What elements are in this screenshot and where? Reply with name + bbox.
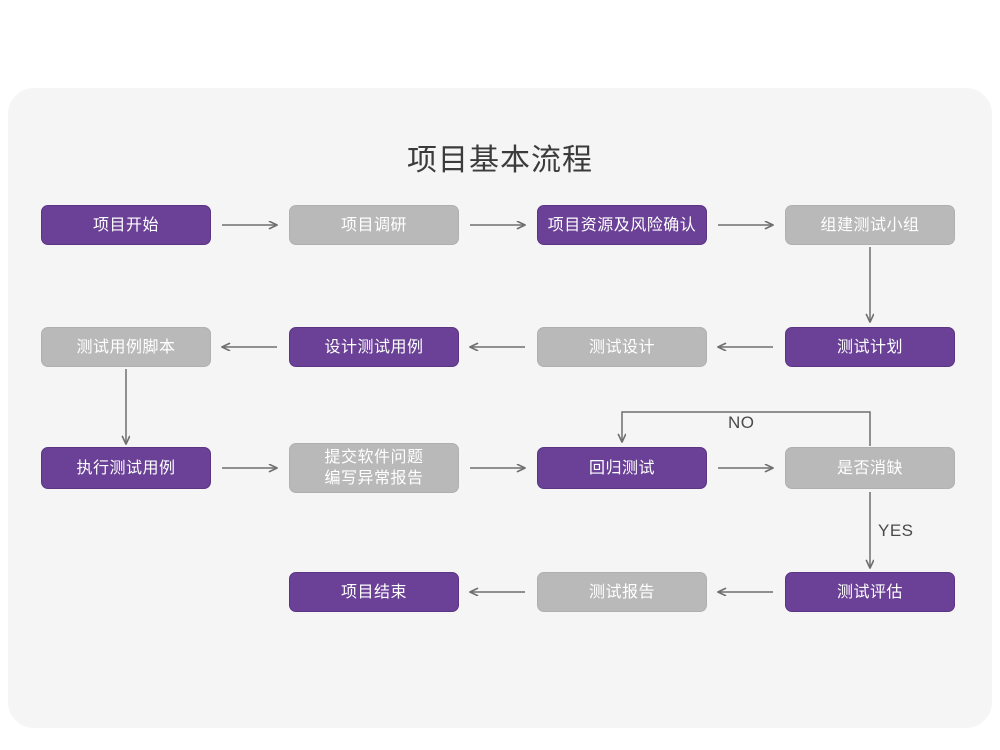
node-design-test-cases[interactable]: 设计测试用例 (289, 327, 459, 367)
node-label: 组建测试小组 (820, 216, 920, 234)
node-label: 测试用例脚本 (76, 338, 176, 356)
node-label: 项目调研 (340, 216, 407, 234)
node-resource-risk-confirm[interactable]: 项目资源及风险确认 (537, 205, 707, 245)
node-label: 设计测试用例 (324, 338, 424, 356)
node-submit-defect-report[interactable]: 提交软件问题 编写异常报告 (289, 443, 459, 493)
edge-label-yes: YES (878, 521, 914, 540)
node-label: 项目结束 (340, 583, 407, 601)
node-test-case-scripts[interactable]: 测试用例脚本 (41, 327, 211, 367)
node-label: 测试设计 (588, 338, 655, 356)
node-label: 是否消缺 (836, 459, 903, 477)
flowchart-card (8, 88, 992, 728)
page-title: 项目基本流程 (407, 144, 593, 177)
node-test-report[interactable]: 测试报告 (537, 572, 707, 612)
node-label: 提交软件问题 编写异常报告 (324, 449, 424, 487)
node-label: 项目资源及风险确认 (547, 216, 697, 234)
node-build-test-team[interactable]: 组建测试小组 (785, 205, 955, 245)
edge-label-no: NO (728, 413, 755, 432)
node-label: 测试计划 (836, 338, 903, 356)
node-defect-resolved[interactable]: 是否消缺 (785, 447, 955, 489)
node-label: 项目开始 (92, 216, 159, 234)
node-label: 执行测试用例 (76, 459, 176, 477)
node-label: 测试报告 (588, 583, 655, 601)
node-execute-test-cases[interactable]: 执行测试用例 (41, 447, 211, 489)
node-project-research[interactable]: 项目调研 (289, 205, 459, 245)
node-label: 回归测试 (588, 459, 655, 477)
node-test-plan[interactable]: 测试计划 (785, 327, 955, 367)
node-label: 测试评估 (836, 583, 903, 601)
node-project-end[interactable]: 项目结束 (289, 572, 459, 612)
node-test-design[interactable]: 测试设计 (537, 327, 707, 367)
node-test-evaluation[interactable]: 测试评估 (785, 572, 955, 612)
node-project-start[interactable]: 项目开始 (41, 205, 211, 245)
node-regression-test[interactable]: 回归测试 (537, 447, 707, 489)
